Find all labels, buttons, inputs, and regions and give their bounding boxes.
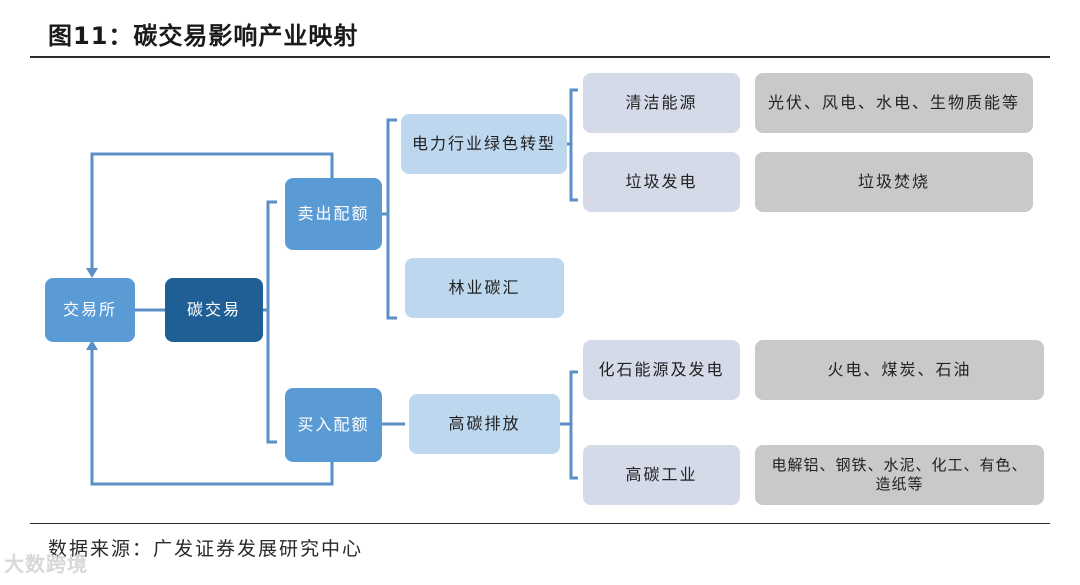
bottom-divider [30,523,1050,524]
exchange-node: 交易所 [45,278,135,342]
watermark-logo: 大数跨境 [4,552,88,576]
figure-title: 图11：碳交易影响产业映射 [48,22,359,50]
fossil-examples: 火电、煤炭、石油 [755,340,1044,400]
power-green-node: 电力行业绿色转型 [401,114,567,174]
waste-power-node: 垃圾发电 [583,152,740,212]
buy-quota-node: 买入配额 [285,388,382,462]
forestry-node: 林业碳汇 [405,258,564,318]
industry-examples-line-1: 电解铝、钢铁、水泥、化工、有色、 [771,455,1028,474]
industry-examples-line-2: 造纸等 [875,475,924,493]
fossil-energy-node: 化石能源及发电 [583,340,740,400]
high-carbon-industry-node: 高碳工业 [583,445,740,505]
carbon-trading-node: 碳交易 [165,278,263,342]
source-note: 数据来源：广发证券发展研究中心 [48,538,364,560]
waste-incineration-node: 垃圾焚烧 [755,152,1033,212]
clean-energy-examples: 光伏、风电、水电、生物质能等 [755,73,1033,133]
industry-examples: 电解铝、钢铁、水泥、化工、有色、 造纸等 [755,445,1044,505]
top-divider [30,56,1050,58]
sell-quota-node: 卖出配额 [285,178,382,250]
clean-energy-node: 清洁能源 [583,73,740,133]
high-carbon-node: 高碳排放 [409,394,560,454]
